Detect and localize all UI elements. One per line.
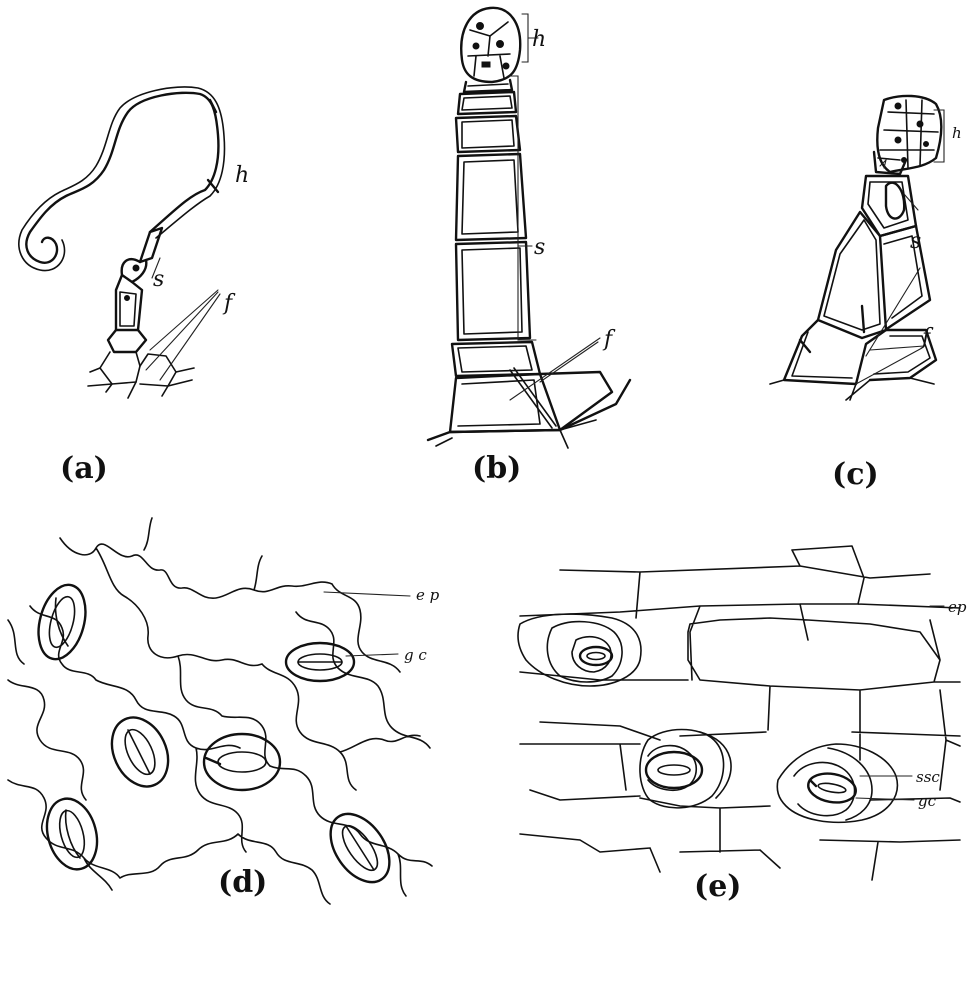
- panel-d-stoma-5: [40, 793, 105, 875]
- panel-b: h s f (b): [428, 8, 630, 486]
- panel-a-label-s: s: [153, 267, 164, 292]
- panel-c: h s f (c): [770, 96, 962, 492]
- panel-b-label-h: h: [532, 27, 546, 52]
- panel-e-stoma-1: [518, 614, 641, 686]
- panel-b-head: [461, 8, 520, 82]
- panel-d-stoma-2: [286, 643, 354, 681]
- panel-a-caption: (a): [60, 451, 108, 486]
- panel-e: ep ssc gc (e): [518, 546, 967, 904]
- panel-e-caption: (e): [694, 869, 741, 904]
- panel-c-label-h: h: [952, 124, 962, 142]
- panel-e-label-gc: gc: [918, 792, 937, 810]
- panel-d-caption: (d): [218, 865, 267, 900]
- panel-c-label-s: s: [910, 229, 921, 254]
- panel-e-epidermis: [520, 546, 960, 880]
- panel-d-stoma-3: [101, 708, 179, 795]
- panel-e-label-ep: ep: [948, 598, 967, 616]
- panel-b-label-f: f: [602, 327, 616, 352]
- panel-b-foot: [450, 374, 560, 432]
- panel-d-label-gc: g c: [404, 646, 427, 664]
- panel-d-label-ep: e p: [416, 586, 440, 604]
- panel-a: h s f (a): [19, 87, 249, 486]
- panel-a-head-cell-inner: [19, 87, 225, 271]
- panel-a-label-f: f: [222, 291, 236, 316]
- panel-b-label-s: s: [534, 235, 545, 260]
- panel-e-label-ssc: ssc: [916, 768, 940, 786]
- panel-d-epidermis: [8, 518, 432, 904]
- panel-d-stoma-4: [204, 734, 280, 790]
- panel-c-head: [877, 96, 941, 172]
- panel-c-foot: [784, 320, 886, 384]
- panel-a-foot: [108, 330, 146, 352]
- panel-e-stoma-2: [640, 730, 731, 808]
- panel-a-stalk: [140, 228, 162, 262]
- panel-d: e p g c (d): [8, 518, 440, 904]
- panel-b-stalk: [458, 92, 516, 114]
- panel-a-label-h: h: [235, 163, 249, 188]
- panel-d-stoma-1: [31, 580, 93, 665]
- panel-a-head-cell: [26, 93, 218, 263]
- panel-c-caption: (c): [832, 457, 879, 492]
- panel-e-stoma-3: [777, 744, 897, 822]
- panel-b-caption: (b): [472, 451, 521, 486]
